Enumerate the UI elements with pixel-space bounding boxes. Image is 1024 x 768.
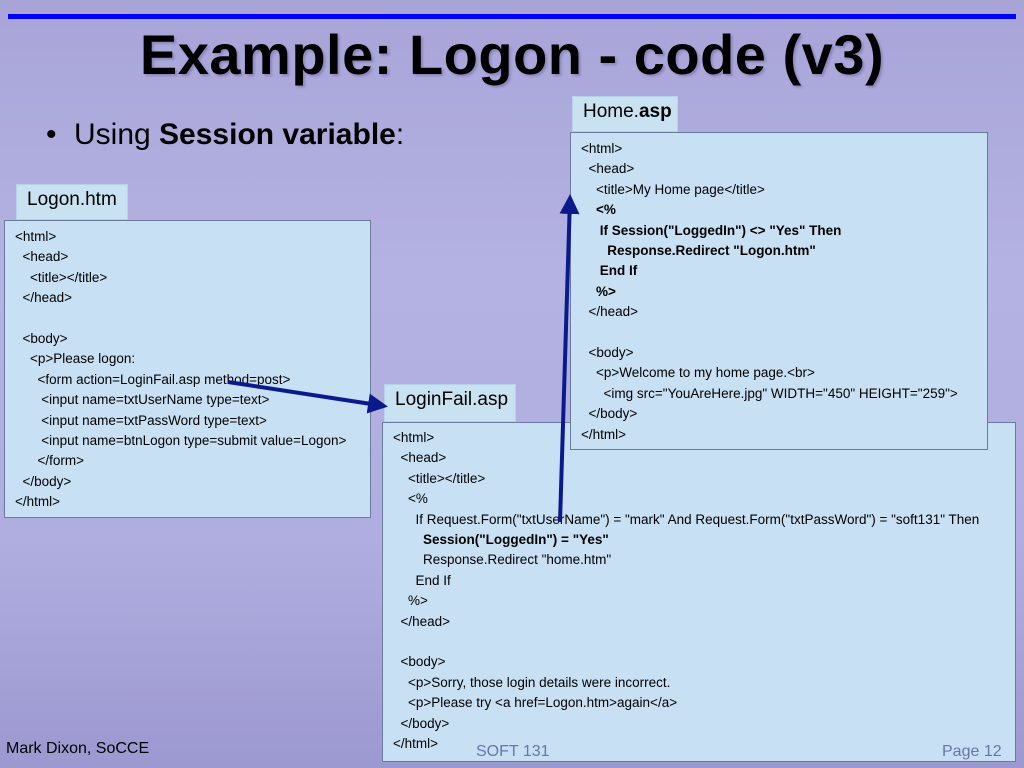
home-asp-label: Home.asp — [572, 96, 678, 132]
loginfail-code-box: <html> <head> <title></title> <% If Requ… — [382, 422, 1016, 762]
code-line: </body> — [393, 715, 450, 731]
code-line: <head> — [393, 450, 447, 466]
bullet-point: • Using Session variable: — [46, 118, 404, 152]
code-line: </body> — [581, 406, 638, 422]
home-label-ext: asp — [638, 101, 672, 122]
code-line: <p>Sorry, those login details were incor… — [393, 674, 671, 690]
code-line: End If — [393, 572, 451, 588]
code-line: <html> — [393, 430, 435, 445]
code-line: <body> — [15, 331, 68, 346]
footer-page-number: Page 12 — [942, 743, 1002, 760]
loginfail-asp-label: LoginFail.asp — [384, 384, 516, 422]
arrow-loginfail-to-home — [558, 194, 580, 523]
bullet-prefix: Using — [74, 118, 160, 151]
code-line: <head> — [15, 249, 69, 265]
code-line: <title>My Home page</title> — [581, 181, 765, 197]
code-line: <html> — [581, 141, 623, 156]
code-line: </head> — [393, 613, 451, 629]
code-line: </form> — [15, 453, 85, 469]
footer-author: Mark Dixon, SoCCE — [6, 740, 150, 757]
arrow-logon-to-loginfail — [227, 380, 388, 414]
code-line: End If — [581, 263, 638, 279]
code-line: Session("LoggedIn") = "Yes" — [393, 532, 609, 547]
code-line: </html> — [393, 736, 439, 751]
code-line: </head> — [581, 304, 639, 320]
bullet-dot-icon: • — [46, 118, 57, 151]
code-line: <title></title> — [15, 269, 108, 285]
code-line: Response.Redirect "home.htm" — [393, 552, 612, 568]
code-line: <html> — [15, 229, 57, 244]
code-line: If Request.Form("txtUserName") = "mark" … — [393, 511, 980, 527]
code-line: <input name=txtPassWord type=text> — [15, 412, 267, 428]
code-line: <% — [581, 202, 616, 218]
home-code-box: <html> <head> <title>My Home page</title… — [570, 132, 988, 450]
slide-title: Example: Logon - code (v3) — [139, 23, 885, 86]
logon-htm-label: Logon.htm — [16, 184, 128, 220]
bullet-suffix: : — [395, 118, 405, 151]
code-line: <body> — [393, 654, 446, 670]
code-line: </html> — [581, 426, 627, 442]
code-line: </head> — [15, 290, 73, 306]
code-line: <p>Please logon: — [15, 351, 136, 367]
code-line: </body> — [15, 473, 72, 489]
code-line: <p>Welcome to my home page.<br> — [581, 365, 815, 381]
code-line: %> — [393, 593, 428, 609]
code-line: <% — [393, 491, 428, 507]
code-line: <body> — [581, 345, 634, 360]
code-line: Response.Redirect "Logon.htm" — [581, 243, 816, 258]
home-label-prefix: Home. — [583, 101, 639, 122]
code-line: <p>Please try <a href=Logon.htm>again</a… — [393, 695, 678, 711]
code-line: %> — [581, 283, 616, 299]
code-line: <head> — [581, 161, 635, 177]
code-line: <input name=txtUserName type=text> — [15, 392, 270, 408]
code-line: <input name=btnLogon type=submit value=L… — [15, 433, 347, 448]
code-line: <form action=LoginFail.asp method=post> — [15, 371, 291, 387]
logon-code-box: <html> <head> <title></title> </head> <b… — [4, 220, 371, 518]
footer-course: SOFT 131 — [476, 743, 550, 760]
code-line: <title></title> — [393, 470, 486, 486]
bullet-bold: Session variable — [159, 118, 396, 151]
code-line: If Session("LoggedIn") <> "Yes" Then — [581, 222, 842, 238]
code-line: <img src="YouAreHere.jpg" WIDTH="450" HE… — [581, 385, 958, 401]
code-line: </html> — [15, 494, 61, 510]
title-rule — [8, 14, 1016, 19]
